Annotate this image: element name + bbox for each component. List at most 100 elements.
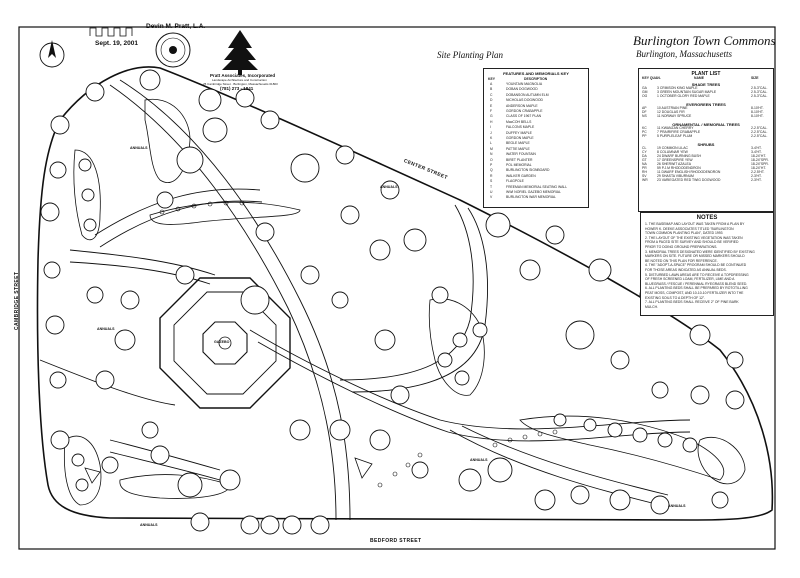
plant-key: NA (642, 162, 647, 166)
plant-size: 2-2.5"CAL. (751, 126, 768, 130)
features-key-description: WATER FOUNTAIN (506, 152, 536, 157)
plant-name: 26 SHERWIT AZALEA (657, 162, 691, 166)
note-line: BLUEGRASS / FESCUE / PERENNIAL RYEGRASS … (645, 281, 748, 286)
plant-size: 2.5-3"CAL. (751, 90, 768, 94)
plant-name: 11 NORWAY SPRUCE (657, 114, 692, 118)
plant-key: AP (642, 106, 647, 110)
plant-key: GT (642, 158, 647, 162)
plant-name: 59 P.J.M RHODODENDRON (657, 166, 701, 170)
plant-key: WR (642, 178, 648, 182)
features-key-col-desc: DESCRIPTION (524, 77, 548, 81)
gazebo (202, 321, 248, 365)
features-key-description: GORDON CRABAPPLE (506, 109, 543, 113)
plant-name: 3 GREEN MOUNTAIN SUGAR MAPLE (657, 90, 717, 94)
plant-size: 2-2.5"CAL. (751, 130, 768, 134)
note-line: PRIOR TO DOING GROUND PREPARATIONS. (645, 245, 718, 249)
features-key-description: CLASS OF 1967 PLAN (506, 114, 542, 119)
note-line: BE NOTED ON THIS PLAN FOR REFERENCE. (645, 258, 718, 263)
note-line: MARKERS ON SITE. FUTURE OR MISSED MARKER… (645, 254, 745, 259)
plant-name: 29 SHASTA VIBURNUM (657, 174, 694, 178)
plant-size: 8-10'HT. (751, 106, 764, 110)
features-key-code: G (490, 114, 493, 119)
plant-size: 2-2.5'HT. (751, 170, 765, 174)
plant-list-col-name: NAME (694, 76, 704, 80)
features-key-description: POL MEMORIAL (506, 163, 532, 167)
features-key-description: BURLINGTON SIGNBOARD (506, 168, 550, 173)
features-key-code: B (490, 87, 493, 92)
plant-group-heading: SHRUBS (697, 142, 715, 147)
plant-key: PC (642, 130, 647, 134)
features-key-description: GORDON MAPLE (506, 136, 534, 140)
note-line: 1. THE BASEMAP AND LAYOUT WAS TAKEN FROM… (645, 222, 745, 226)
features-key-table: FEATURES AND MEMORIALS KEY KEY DESCRIPTI… (483, 68, 589, 208)
features-key-code: U (490, 190, 493, 194)
note-line: 5. DISTURBED LAWN AREAS ARE TO RECEIVE A… (645, 272, 749, 277)
note-line: OF FRESH SCREENED LOAM, FERTILIZER, LIME… (645, 277, 735, 282)
plant-group-heading: EVERGREEN TREES (686, 102, 726, 107)
features-key-code: R (490, 173, 493, 178)
plant-key: DF (642, 110, 647, 114)
plant-name: 19 COMMON LILAC (657, 146, 688, 150)
features-key-code: N (490, 152, 493, 157)
features-key-description: WWI NORIEL GAZEBO MEMORIAL (506, 190, 561, 194)
features-key-description: FREEMAN MEMORIAL SEATING WALL (506, 184, 568, 189)
features-key-code: H (490, 119, 493, 124)
annuals-label: ANNUALS (380, 185, 398, 189)
project-title: Burlington Town Commons (633, 33, 776, 48)
annuals-label: ANNUALS (668, 504, 686, 508)
plan-date: Sept. 19, 2001 (95, 40, 138, 47)
sheet-border (18, 26, 776, 550)
features-key-code: S (490, 179, 493, 184)
features-key-description: DOBANSON AUTUMN ELM (506, 92, 549, 97)
scale-bar (89, 27, 133, 37)
plant-size: 2-3'HT. (751, 174, 762, 178)
plant-group-heading: SHADE TREES (691, 82, 721, 87)
features-key-code: I (490, 125, 491, 130)
plant-name: 3 CRIMSON KING MAPLE (657, 86, 698, 90)
features-key-description: WALKER GARDEN (506, 173, 536, 178)
features-key-code: J (490, 130, 492, 135)
features-key-description: ANDERSON MAPLE (506, 103, 538, 108)
features-key-description: FLAGPOLE (506, 179, 524, 184)
note-line: 2. THE LAYOUT OF THE EXISTING VEGETATION… (645, 235, 743, 240)
street-label-cambridge: CAMBRIDGE STREET (14, 271, 20, 330)
plant-size: 18-24"HT. (751, 154, 766, 158)
features-key-code: P (490, 163, 493, 167)
features-key-description: YOUNTAIN MAGNOLIA (506, 82, 543, 86)
plant-name: 12 DOUGLAS FIR (657, 110, 685, 114)
features-key-code: K (490, 136, 493, 140)
features-key-code: M (490, 146, 493, 151)
plant-group-heading: ORNAMENTAL / MEMORIAL TREES (672, 122, 740, 127)
note-line: 7. ALL PLANTING BEDS SHALL RECEIVE 2" OF… (645, 300, 739, 305)
note-line: EXISTING SOILS TO A DEPTH OF 12". (645, 295, 706, 300)
features-key-code: A (490, 82, 493, 86)
annuals-label: ANNUALS (130, 146, 148, 150)
features-key-code: O (490, 157, 493, 162)
features-key-code: Q (490, 168, 493, 173)
note-line: MULCH. (645, 304, 658, 309)
features-key-description: BEGLE MAPLE (506, 141, 530, 146)
plant-size: 8-10'HT. (751, 110, 764, 114)
plan-subtitle: Site Planting Plan (437, 50, 503, 60)
plant-size: 3-4'HT. (751, 150, 762, 154)
plant-name: 5 PURPLELEAF PLUM (657, 134, 693, 138)
walkways (39, 79, 691, 521)
firm-phone: (781) 273 - 1841 (220, 86, 254, 91)
plant-name: 7 PRAIRIFIRE CRABAPPLE (657, 130, 701, 134)
note-line: FROM A PACED SITE SURVEY AND SHOULD BE V… (645, 240, 739, 245)
tree-symbols (40, 69, 745, 535)
note-line: PEAT MOSS, COMPOST, AND 10-10-10 FERTILI… (645, 291, 744, 295)
features-key-title: FEATURES AND MEMORIALS KEY (503, 71, 569, 76)
shrub-dots (159, 200, 558, 488)
features-key-description: DUFFEY MAPLE (506, 130, 532, 135)
features-key-code: C (490, 92, 493, 97)
street-label-bedford: BEDFORD STREET (370, 538, 422, 544)
plant-name: 11 KWANZAN CHERRY (657, 126, 694, 130)
plant-size: 2-3'HT. (751, 178, 762, 182)
firm-tagline: Landscape Architecture and Construction (212, 78, 267, 82)
plant-key: PP (642, 134, 647, 138)
plant-key: KC (642, 126, 647, 130)
plant-size: 8-10'HT. (751, 114, 764, 118)
plant-key: GM (642, 90, 648, 94)
